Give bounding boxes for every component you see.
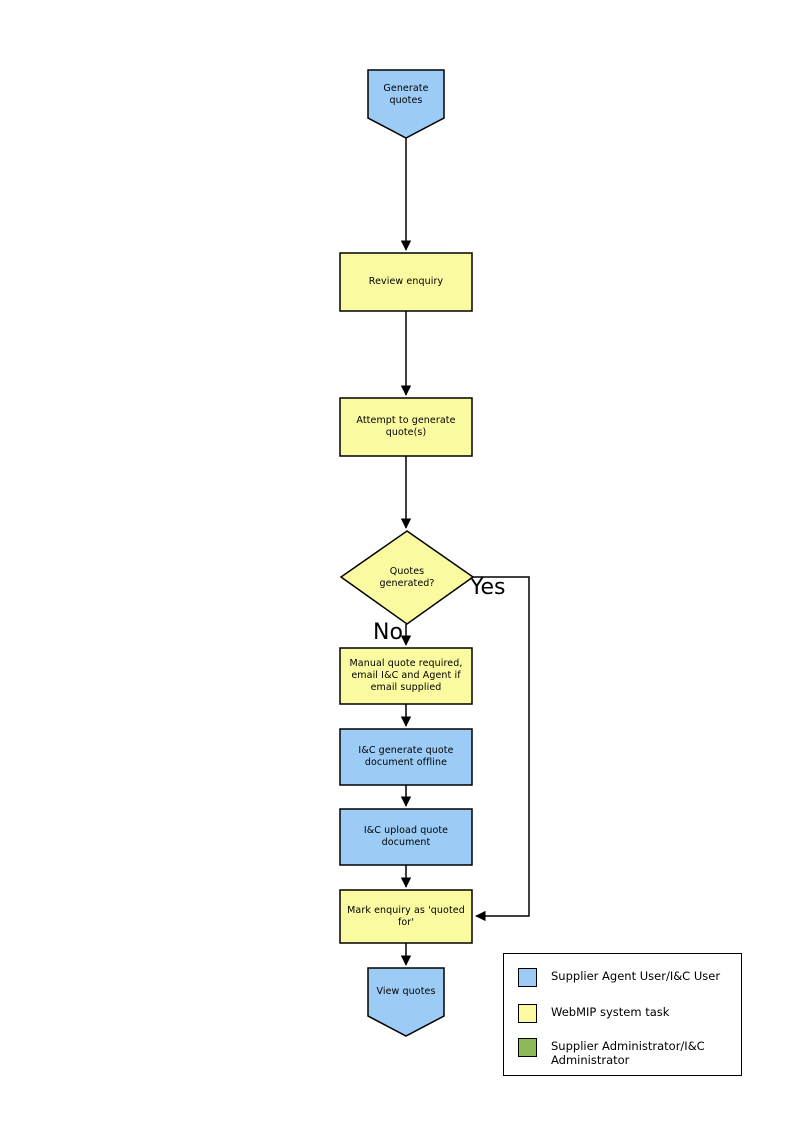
node-attempt-generate-quotes[interactable] [339, 397, 473, 457]
legend-swatch-supplier-agent-user [518, 968, 537, 987]
legend-panel: Supplier Agent User/I&C User WebMIP syst… [503, 953, 742, 1076]
legend-item-supplier-administrator: Supplier Administrator/I&C Administrator [518, 1038, 705, 1067]
legend-label-supplier-agent-user: Supplier Agent User/I&C User [551, 969, 721, 983]
node-mark-enquiry-quoted-for[interactable] [339, 889, 473, 944]
node-ic-upload-quote-document[interactable] [339, 808, 473, 866]
node-quotes-generated-decision[interactable] [339, 530, 475, 625]
legend-swatch-webmip-system-task [518, 1004, 537, 1023]
legend-swatch-supplier-administrator [518, 1038, 537, 1057]
legend-item-supplier-agent-user: Supplier Agent User/I&C User [518, 968, 720, 987]
legend-label-supplier-administrator: Supplier Administrator/I&C Administrator [551, 1039, 705, 1067]
node-review-enquiry[interactable] [339, 252, 473, 312]
branch-label-no: No [373, 620, 403, 645]
edge-group [400, 138, 530, 966]
node-ic-generate-quote-offline[interactable] [339, 728, 473, 786]
edge-decision-yes-to-mark-enquiry [473, 576, 530, 922]
branch-label-yes: Yes [470, 575, 506, 600]
legend-item-webmip-system-task: WebMIP system task [518, 1004, 669, 1023]
node-manual-quote-required[interactable] [339, 647, 473, 705]
legend-label-webmip-system-task: WebMIP system task [551, 1005, 670, 1019]
node-generate-quotes[interactable] [367, 69, 445, 139]
node-view-quotes[interactable] [367, 967, 445, 1037]
